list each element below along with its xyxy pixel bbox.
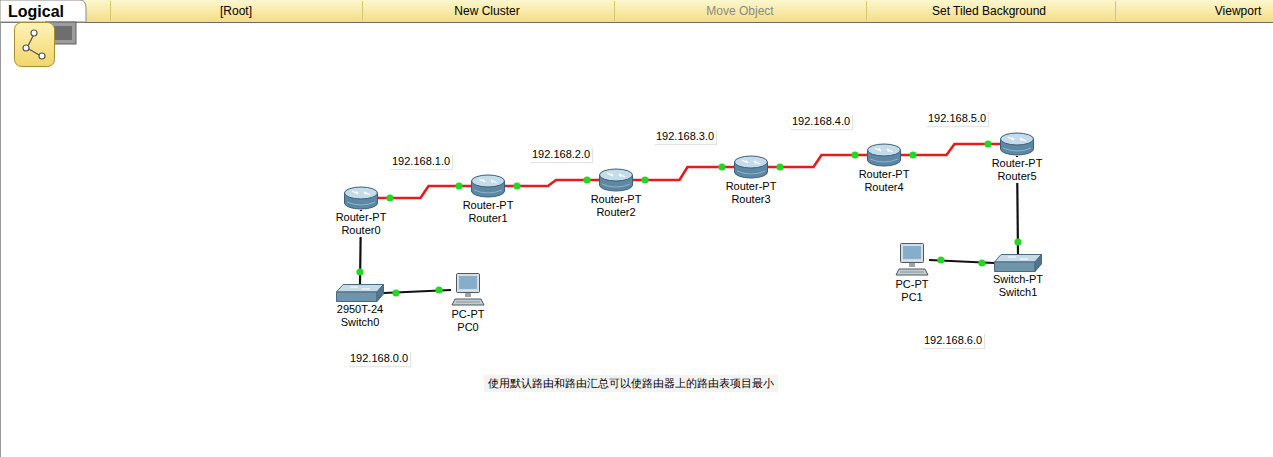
link-light [356, 268, 363, 275]
device-model: PC-PT [451, 308, 486, 321]
network-address: 192.168.0.0 [348, 351, 410, 366]
device-model: 2950T-24 [336, 303, 384, 316]
device-model: Router-PT [858, 168, 911, 181]
logical-tab [0, 0, 86, 22]
device-model: Router-PT [590, 193, 643, 206]
device-model: Router-PT [462, 199, 515, 212]
tab-title: Logical [8, 3, 64, 21]
toolbar-button: Viewport [1215, 4, 1261, 18]
link-light [513, 182, 520, 189]
link-light [851, 151, 858, 158]
router-icon [734, 155, 768, 179]
network-address: 192.168.6.0 [922, 333, 984, 348]
router-device: Router-PTRouter1 [471, 174, 505, 198]
link-light [455, 182, 462, 189]
router-icon [344, 186, 378, 210]
device-model: Router-PT [725, 180, 778, 193]
toolbar-button: Set Tiled Background [932, 4, 1046, 18]
logical-graph-symbol [23, 30, 45, 59]
link-light [909, 151, 916, 158]
link-light [641, 176, 648, 183]
device-model: PC-PT [895, 278, 930, 291]
switch-icon [994, 254, 1042, 272]
pc-icon [451, 273, 485, 307]
link-light [718, 163, 725, 170]
network-address: 192.168.1.0 [390, 154, 452, 169]
link-light [776, 163, 783, 170]
router-device: Router-PTRouter5 [1000, 132, 1034, 156]
toolbar-button: [Root] [220, 4, 252, 18]
switch-device: 2950T-24Switch0 [336, 284, 384, 302]
router-device: Router-PTRouter0 [344, 186, 378, 210]
router-device: Router-PTRouter4 [867, 143, 901, 167]
router-icon [599, 168, 633, 192]
router-device: Router-PTRouter2 [599, 168, 633, 192]
link-light [386, 194, 393, 201]
device-name: Router0 [340, 224, 381, 237]
device-name: Router2 [595, 206, 636, 219]
router-device: Router-PTRouter3 [734, 155, 768, 179]
canvas-border [0, 22, 1, 457]
link-light [392, 289, 399, 296]
network-address: 192.168.4.0 [790, 114, 852, 129]
serial-link [633, 167, 734, 180]
device-name: Router4 [863, 181, 904, 194]
logical-view-icon [15, 23, 55, 67]
device-model: Router-PT [991, 157, 1044, 170]
network-address: 192.168.5.0 [926, 111, 988, 126]
pc-icon [895, 243, 929, 277]
device-name: Router3 [730, 193, 771, 206]
router-icon [1000, 132, 1034, 156]
switch-device: Switch-PTSwitch1 [994, 254, 1042, 272]
switch-icon [336, 284, 384, 302]
device-name: PC0 [456, 321, 479, 334]
link-light [937, 256, 944, 263]
router-icon [471, 174, 505, 198]
link-light [984, 140, 991, 147]
note-text: 使用默认路由和路由汇总可以使路由器上的路由表项目最小 [484, 375, 778, 392]
toolbar-separators [111, 1, 1116, 21]
router-icon [867, 143, 901, 167]
network-address: 192.168.3.0 [654, 129, 716, 144]
pc-device: PC-PTPC0 [451, 273, 485, 307]
toolbar [0, 0, 1273, 22]
link-light [1014, 238, 1021, 245]
device-name: Router5 [996, 170, 1037, 183]
device-name: Switch1 [998, 286, 1039, 299]
device-model: Router-PT [335, 211, 388, 224]
toolbar-button: Move Object [706, 4, 773, 18]
device-name: Router1 [467, 212, 508, 225]
device-name: Switch0 [340, 316, 381, 329]
device-name: PC1 [900, 291, 923, 304]
link-light [978, 259, 985, 266]
pc-device: PC-PTPC1 [895, 243, 929, 277]
device-model: Switch-PT [992, 273, 1044, 286]
link-light [435, 286, 442, 293]
toolbar-border [0, 22, 1273, 23]
link-light [583, 176, 590, 183]
network-address: 192.168.2.0 [530, 147, 592, 162]
toolbar-button: New Cluster [454, 4, 519, 18]
